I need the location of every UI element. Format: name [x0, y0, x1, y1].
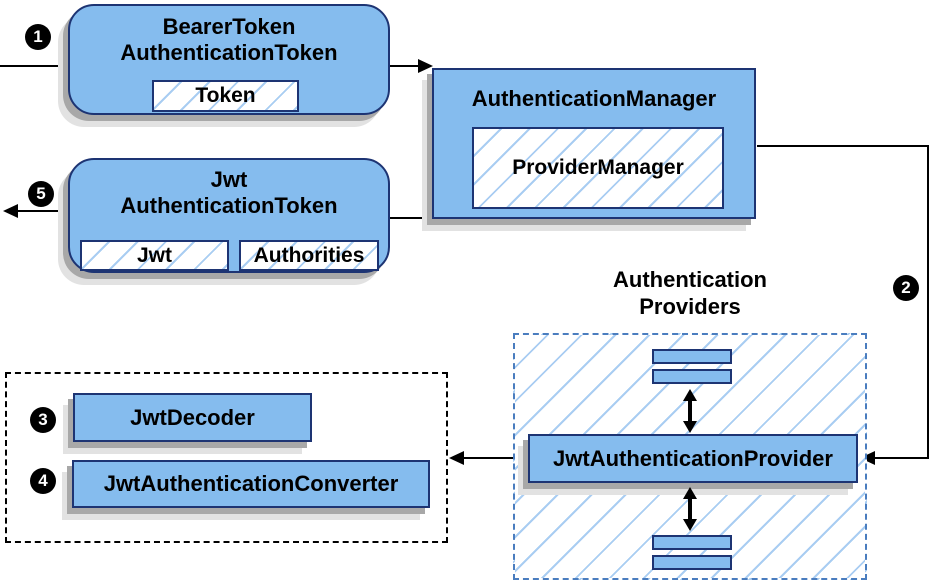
- manager-right-line: [757, 145, 929, 147]
- badge-step-1: 1: [25, 24, 51, 50]
- badge-step-2-label: 2: [901, 278, 911, 297]
- token-field-label: Token: [195, 84, 256, 107]
- jwt-authentication-token-box: Jwt AuthenticationToken Jwt Authorities: [68, 158, 390, 273]
- provider-stack-bar-top-2: [652, 369, 732, 384]
- bearer-to-manager-line: [388, 65, 419, 67]
- badge-step-5: 5: [28, 181, 54, 207]
- provider-manager-field: ProviderManager: [472, 127, 724, 209]
- jwt-decoder-label: JwtDecoder: [130, 404, 255, 430]
- authentication-manager-title: AuthenticationManager: [471, 86, 717, 111]
- jwt-result-line: [14, 210, 68, 212]
- authentication-providers-title: Authentication Providers: [513, 266, 867, 320]
- jwt-token-title: Jwt AuthenticationToken: [70, 167, 388, 219]
- jwt-authentication-converter-box: JwtAuthenticationConverter: [72, 460, 430, 508]
- manager-to-jwt-line: [388, 217, 432, 219]
- badge-step-5-label: 5: [36, 184, 46, 203]
- authentication-manager-box: AuthenticationManager ProviderManager: [432, 68, 756, 219]
- jwt-authentication-converter-label: JwtAuthenticationConverter: [103, 471, 399, 496]
- bearer-token-title-line2: AuthenticationToken: [120, 40, 338, 65]
- jwt-authentication-provider-box: JwtAuthenticationProvider: [528, 434, 858, 483]
- double-arrow-bottom-icon: [681, 487, 699, 531]
- provider-stack-bar-top-1: [652, 349, 732, 364]
- arrowhead-into-config-icon: [449, 451, 464, 465]
- jwt-decoder-box: JwtDecoder: [73, 393, 312, 442]
- bearer-token-authentication-token-box: BearerToken AuthenticationToken Token: [68, 4, 390, 115]
- provider-to-config-line: [462, 457, 522, 459]
- badge-step-4-label: 4: [38, 471, 48, 490]
- jwt-config-dashed-box: [5, 372, 448, 543]
- jwt-token-title-line2: AuthenticationToken: [120, 193, 338, 218]
- jwt-field-label: Jwt: [136, 243, 172, 267]
- jwt-token-title-line1: Jwt: [210, 167, 248, 192]
- right-vertical-line: [927, 145, 929, 458]
- arrowhead-into-manager-icon: [418, 59, 433, 73]
- badge-step-2: 2: [893, 275, 919, 301]
- incoming-request-line: [0, 65, 68, 67]
- authorities-field-label: Authorities: [253, 243, 365, 267]
- badge-step-4: 4: [30, 468, 56, 494]
- authentication-providers-title-line1: Authentication: [613, 267, 767, 292]
- badge-step-3-label: 3: [38, 410, 48, 429]
- provider-stack-bar-bottom-1: [652, 535, 732, 550]
- provider-manager-label: ProviderManager: [512, 156, 684, 179]
- arrowhead-result-left-icon: [3, 204, 18, 218]
- authorities-field: Authorities: [239, 240, 379, 271]
- badge-step-1-label: 1: [33, 27, 43, 46]
- bearer-token-title-line1: BearerToken: [162, 14, 296, 39]
- jwt-field: Jwt: [80, 240, 229, 271]
- jwt-authentication-provider-label: JwtAuthenticationProvider: [553, 445, 833, 471]
- badge-step-3: 3: [30, 407, 56, 433]
- bearer-token-title: BearerToken AuthenticationToken: [70, 14, 388, 66]
- double-arrow-top-icon: [681, 389, 699, 433]
- provider-stack-bar-bottom-2: [652, 555, 732, 570]
- line-into-provider: [874, 457, 929, 459]
- authentication-providers-title-line2: Providers: [639, 294, 741, 319]
- token-field: Token: [152, 80, 299, 112]
